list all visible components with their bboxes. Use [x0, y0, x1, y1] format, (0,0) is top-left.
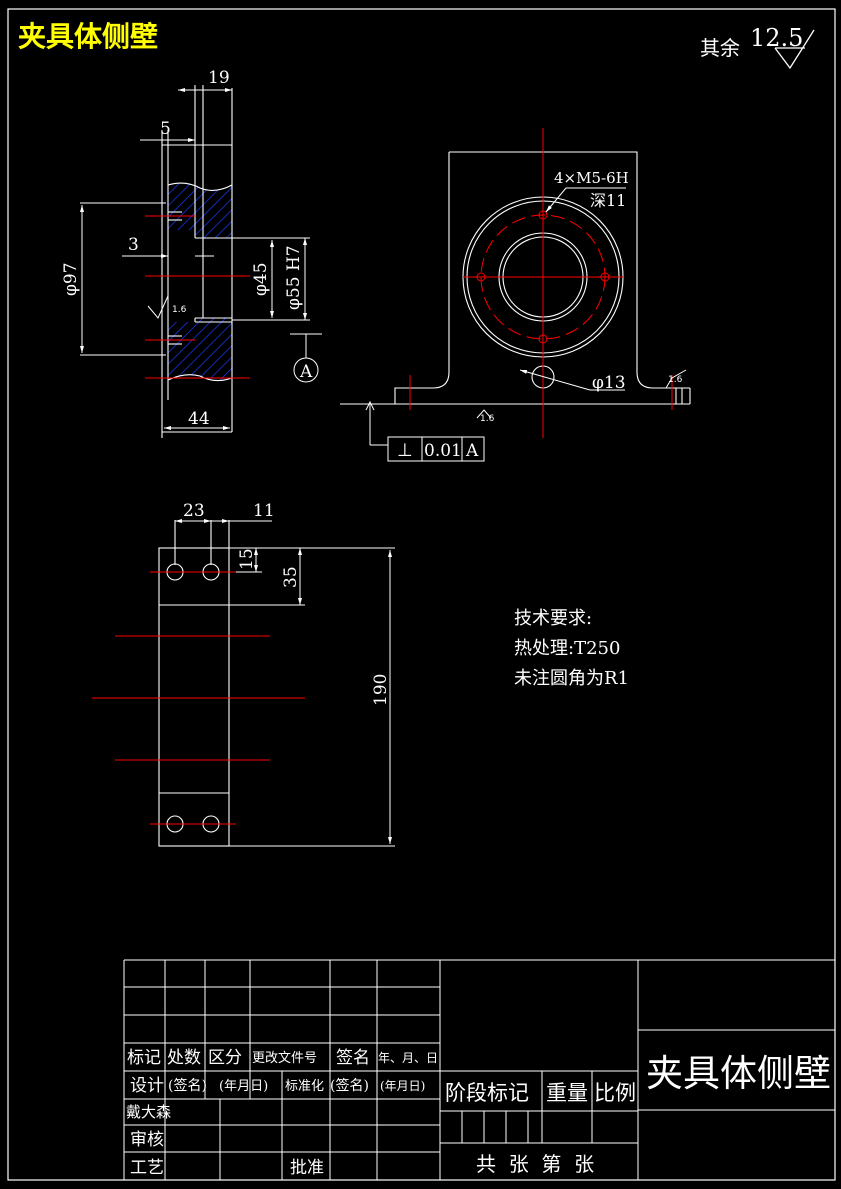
tb-sheets: 共 张 第 张 [476, 1152, 594, 1176]
side-dimensions [80, 88, 322, 430]
side-roughness-value: 1.6 [172, 305, 187, 315]
tb-sign: 签名 [336, 1048, 370, 1068]
tb-standard-sign: (签名) [330, 1077, 369, 1094]
hatch-bottom [168, 318, 232, 381]
hatch-top [168, 183, 232, 238]
tolerance-datum: A [465, 441, 479, 461]
right-roughness-icon [665, 369, 687, 389]
bottom-view [158, 520, 395, 847]
side-roughness-icon [147, 295, 169, 319]
dim-15: 15 [237, 548, 257, 570]
tb-design-sign: (签名) [168, 1077, 207, 1094]
thread-note: 4×M5-6H [554, 169, 629, 187]
tolerance-symbol: ⊥ [397, 440, 413, 461]
dim-190: 190 [371, 674, 391, 706]
dim-bore-55: φ55 H7 [284, 245, 304, 310]
right-roughness-value: 1.6 [668, 375, 683, 385]
title-block-text: 标记 处数 区分 更改文件号 签名 年、月、日 设计 (签名) (年月日) 标准… [126, 1048, 831, 1178]
front-view [340, 151, 691, 405]
dim-outer-dia: φ97 [61, 262, 81, 296]
tolerance-value: 0.01 [424, 441, 462, 461]
tb-review: 审核 [130, 1130, 164, 1150]
tech-line-2: 未注圆角为R1 [514, 668, 629, 689]
dim-35: 35 [281, 566, 301, 588]
roughness-prefix: 其余 [700, 36, 740, 60]
hole-dia: φ13 [592, 373, 626, 393]
tb-stage-mark: 阶段标记 [445, 1081, 529, 1105]
datum-a-label: A [299, 362, 313, 382]
roughness-note: 其余 12.5 [700, 24, 815, 70]
tb-zone: 区分 [208, 1048, 242, 1068]
tb-weight: 重量 [546, 1081, 588, 1105]
tb-design: 设计 [130, 1076, 164, 1096]
thread-depth: 深11 [590, 191, 626, 210]
base-roughness-icon [476, 409, 492, 419]
roughness-symbol-icon [774, 29, 815, 70]
tb-standard: 标准化 [285, 1079, 324, 1094]
dim-44: 44 [188, 409, 210, 429]
side-view [80, 85, 310, 438]
drawing-title: 夹具体侧壁 [18, 20, 158, 53]
tb-date: 年、月、日 [378, 1051, 438, 1065]
drawing-frame [7, 8, 836, 1181]
tb-process: 工艺 [130, 1158, 164, 1178]
tolerance-frame [387, 436, 485, 462]
bottom-dims [175, 519, 392, 844]
dim-5: 5 [160, 119, 171, 139]
front-dims [365, 187, 687, 462]
dim-3: 3 [128, 235, 139, 255]
title-block [123, 959, 835, 1180]
tb-part-name: 夹具体侧壁 [646, 1052, 831, 1095]
tb-approve: 批准 [290, 1158, 324, 1178]
base-roughness-value: 1.6 [480, 414, 495, 424]
dim-19: 19 [208, 68, 230, 88]
front-centerlines [409, 128, 673, 438]
tb-designer: 戴大森 [126, 1103, 171, 1121]
tb-scale: 比例 [594, 1081, 636, 1105]
bottom-centerlines [92, 571, 305, 825]
dim-bore-45: φ45 [251, 262, 271, 296]
roughness-value: 12.5 [750, 24, 803, 52]
dim-23: 23 [183, 501, 205, 521]
tech-heading: 技术要求: [514, 608, 592, 629]
tb-design-date: (年月日) [219, 1079, 268, 1094]
tech-line-1: 热处理:T250 [514, 638, 620, 659]
tb-standard-date: (年月日) [380, 1079, 425, 1093]
tb-change-doc: 更改文件号 [252, 1051, 317, 1066]
side-centerlines [145, 215, 250, 379]
tb-count: 处数 [167, 1048, 201, 1068]
datum-a-circle [293, 357, 319, 383]
dim-11: 11 [253, 501, 275, 521]
tb-mark: 标记 [127, 1048, 161, 1068]
